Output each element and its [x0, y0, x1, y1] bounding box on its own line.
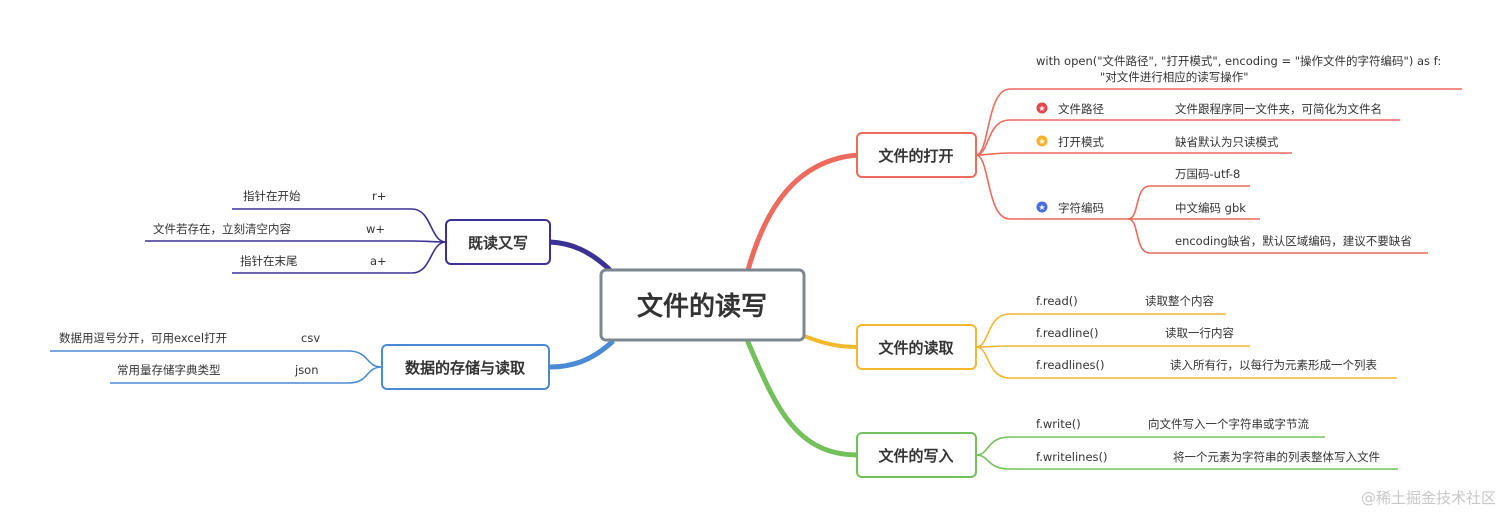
read-fn: f.readlines() — [1036, 358, 1104, 372]
rw-branch-lines — [145, 208, 447, 274]
node-write-label: 文件的写入 — [878, 447, 953, 465]
write-desc: 将一个元素为字符串的列表整体写入文件 — [1173, 450, 1380, 464]
node-read-label: 文件的读取 — [878, 339, 954, 357]
svg-text:★: ★ — [1038, 104, 1045, 113]
write-desc: 向文件写入一个字符串或字节流 — [1148, 417, 1309, 431]
encoding-item: 中文编码 gbk — [1175, 201, 1246, 215]
read-desc: 读取整个内容 — [1145, 294, 1214, 308]
read-branch-lines — [975, 313, 1397, 379]
center-node[interactable]: 文件的读写 — [599, 268, 806, 342]
rw-mode: r+ — [372, 189, 386, 203]
rw-desc: 文件若存在，立刻清空内容 — [153, 222, 291, 236]
storage-branch-lines — [50, 350, 383, 384]
center-label: 文件的读写 — [637, 291, 767, 322]
open-path-desc: 文件跟程序同一文件夹，可简化为文件名 — [1175, 102, 1382, 116]
node-storage[interactable]: 数据的存储与读取 — [381, 344, 550, 390]
node-open[interactable]: 文件的打开 — [856, 132, 977, 178]
rw-mode: w+ — [366, 222, 385, 236]
node-rw[interactable]: 既读又写 — [445, 219, 551, 265]
storage-fmt: json — [294, 363, 319, 377]
branch-storage — [547, 339, 615, 370]
branch-rw — [547, 239, 615, 275]
watermark: @稀土掘金技术社区 — [1361, 489, 1496, 507]
open-mode-label: 打开模式 — [1058, 135, 1104, 149]
open-mode-desc: 缺省默认为只读模式 — [1175, 135, 1279, 149]
star-icon: ★ — [1036, 201, 1048, 213]
read-fn: f.readline() — [1036, 326, 1099, 340]
encoding-item: encoding缺省，默认区域编码，建议不要缺省 — [1175, 234, 1412, 248]
svg-text:★: ★ — [1038, 203, 1045, 212]
storage-fmt: csv — [301, 331, 320, 345]
storage-desc: 常用量存储字典类型 — [117, 363, 221, 377]
storage-desc: 数据用逗号分开，可用excel打开 — [59, 331, 227, 345]
node-write[interactable]: 文件的写入 — [856, 432, 977, 478]
branch-write — [745, 339, 861, 458]
open-syntax-line2: "对文件进行相应的读写操作" — [1100, 70, 1249, 84]
node-storage-label: 数据的存储与读取 — [405, 359, 526, 377]
svg-text:★: ★ — [1038, 137, 1045, 146]
star-icon: ★ — [1036, 102, 1048, 114]
branch-read — [802, 334, 860, 349]
read-desc: 读取一行内容 — [1165, 326, 1234, 340]
open-branch-lines — [975, 88, 1462, 254]
rw-desc: 指针在末尾 — [240, 254, 298, 268]
node-read[interactable]: 文件的读取 — [856, 324, 977, 370]
node-open-label: 文件的打开 — [878, 147, 953, 165]
write-fn: f.write() — [1036, 417, 1081, 431]
read-fn: f.read() — [1036, 294, 1078, 308]
open-syntax-line1: with open("文件路径", "打开模式", encoding = "操作… — [1036, 54, 1441, 68]
branch-open — [745, 152, 861, 273]
read-desc: 读入所有行，以每行为元素形成一个列表 — [1170, 358, 1377, 372]
star-icon: ★ — [1036, 135, 1048, 147]
node-rw-label: 既读又写 — [468, 234, 528, 252]
write-fn: f.writelines() — [1036, 450, 1108, 464]
open-encoding-label: 字符编码 — [1058, 201, 1104, 215]
encoding-item: 万国码-utf-8 — [1175, 167, 1240, 181]
write-branch-lines — [975, 436, 1398, 470]
rw-desc: 指针在开始 — [243, 189, 301, 203]
rw-mode: a+ — [370, 254, 387, 268]
open-path-label: 文件路径 — [1058, 102, 1104, 116]
